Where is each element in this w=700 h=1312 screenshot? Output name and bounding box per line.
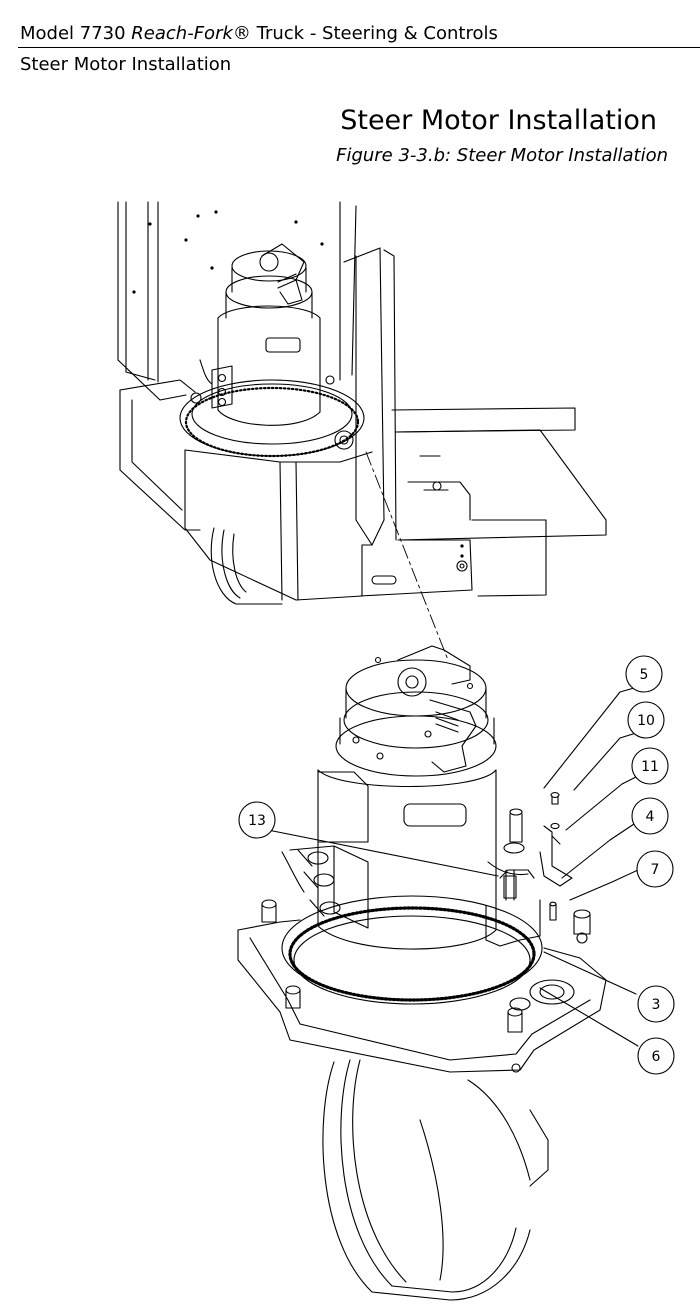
callouts: 5 10 11 4 7 13 3 6 [238,655,675,1075]
header-model-suffix: ® Truck - Steering & Controls [232,23,498,44]
callout-10: 10 [627,701,665,739]
figure-caption: Figure 3-3.b: Steer Motor Installation [336,145,668,166]
page-title: Steer Motor Installation [340,105,657,136]
header-section: Steer Motor Installation [20,54,232,75]
callout-5: 5 [625,655,663,693]
svg-text:3: 3 [652,997,661,1013]
header-rule [18,47,700,48]
svg-text:4: 4 [646,809,655,825]
document-header: Model 7730 Reach-Fork® Truck - Steering … [20,22,498,46]
motor-top-small [179,243,365,458]
svg-text:6: 6 [652,1049,661,1065]
truck-chassis-view [117,201,607,605]
header-model-prefix: Model 7730 [20,23,132,44]
svg-text:11: 11 [641,759,659,775]
cap-screws [261,899,591,1073]
svg-text:13: 13 [248,813,266,829]
motor-exploded-view [237,645,607,1301]
callout-3: 3 [637,985,675,1023]
svg-text:5: 5 [640,667,649,683]
callout-13: 13 [238,801,276,839]
callout-4: 4 [631,797,669,835]
header-model-name: Reach-Fork [131,23,233,44]
callout-11: 11 [631,747,669,785]
svg-text:7: 7 [651,862,660,878]
alignment-centerline [365,451,449,661]
callout-7: 7 [636,850,674,888]
callout-6: 6 [637,1037,675,1075]
svg-text:10: 10 [637,713,655,729]
